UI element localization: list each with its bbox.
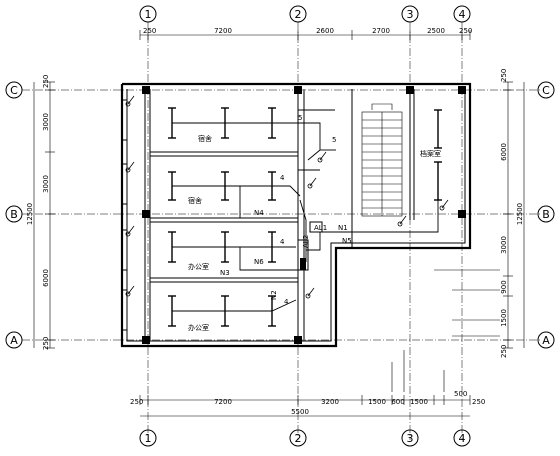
axis-bubble-col-3-bottom: 3 <box>401 429 419 447</box>
axis-label: 2 <box>295 432 302 445</box>
panel-label: AL2 <box>302 235 310 248</box>
dim-bottom-500: 500 <box>454 390 467 398</box>
circuit-label-n4: N4 <box>254 209 264 217</box>
axis-label: A <box>542 334 550 347</box>
dim-top-2500: 2500 <box>427 27 445 35</box>
staircase <box>361 103 403 217</box>
axis-bubble-row-c-right: C <box>537 81 555 99</box>
room-label-office-1: 办公室 <box>188 262 209 271</box>
axis-bubble-col-4-top: 4 <box>453 5 471 23</box>
axis-bubble-row-b-right: B <box>537 205 555 223</box>
dim-bottom-7200: 7200 <box>214 398 232 406</box>
axis-label: 1 <box>145 8 152 21</box>
dim-bottom-1500b: 1500 <box>410 398 428 406</box>
distribution-panel-al2: AL2 <box>297 235 310 271</box>
room-label-archive: 档案室 <box>420 149 441 158</box>
dim-left-3000b: 3000 <box>42 175 50 193</box>
dim-top-2600: 2600 <box>316 27 334 35</box>
top-dimension-chain: 250 7200 2600 2700 2500 250 <box>139 27 472 40</box>
dim-right-6000: 6000 <box>500 143 508 161</box>
distribution-panel-al1: AL1 <box>309 221 327 233</box>
left-dimension-chain: 250 3000 3000 6000 250 12500 <box>26 75 55 350</box>
dim-left-250-top: 250 <box>42 75 50 88</box>
dim-top-250-left: 250 <box>143 27 156 35</box>
left-windows <box>122 99 127 331</box>
dim-right-3000: 3000 <box>500 236 508 254</box>
dim-right-total: 12500 <box>516 203 524 225</box>
dim-right-250-top: 250 <box>500 69 508 82</box>
circuit-label-n2: N2 <box>270 290 278 300</box>
axis-label: 4 <box>459 432 466 445</box>
axis-label: 4 <box>459 8 466 21</box>
axis-bubble-col-1-bottom: 1 <box>139 429 157 447</box>
circuit-label-n5: N5 <box>342 237 352 245</box>
dim-top-2700: 2700 <box>372 27 390 35</box>
axis-label: 3 <box>407 8 414 21</box>
dim-right-1500: 1500 <box>500 309 508 327</box>
circuit-label-n3: N3 <box>220 269 230 277</box>
dim-left-6000: 6000 <box>42 269 50 287</box>
axis-label: 2 <box>295 8 302 21</box>
axis-bubble-col-3-top: 3 <box>401 5 419 23</box>
axis-bubble-col-1-top: 1 <box>139 5 157 23</box>
wiring <box>172 109 439 312</box>
bottom-dimension-chain: 250 7200 3200 1500 600 1500 500 250 5500 <box>130 390 485 417</box>
axis-label: 1 <box>145 432 152 445</box>
dim-left-250-bottom: 250 <box>42 337 50 350</box>
circuit-label-n1: N1 <box>338 224 348 232</box>
dim-right-900: 900 <box>500 280 508 293</box>
dim-left-total: 12500 <box>26 203 34 225</box>
axis-bubble-col-2-top: 2 <box>289 5 307 23</box>
dim-top-7200: 7200 <box>214 27 232 35</box>
axis-bubble-row-a-right: A <box>537 331 555 349</box>
dim-bottom-3200: 3200 <box>321 398 339 406</box>
axis-bubble-row-b-left: B <box>5 205 23 223</box>
panel-label-2: AL1 <box>314 224 327 232</box>
wire-count-4a: 4 <box>280 174 285 182</box>
axis-label: B <box>10 208 18 221</box>
axis-bubble-row-c-left: C <box>5 81 23 99</box>
dim-top-250-right: 250 <box>459 27 472 35</box>
dim-bottom-250-right: 250 <box>472 398 485 406</box>
axis-bubble-row-a-left: A <box>5 331 23 349</box>
dim-left-3000a: 3000 <box>42 113 50 131</box>
circuit-label-n6: N6 <box>254 258 264 266</box>
dim-bottom-250: 250 <box>130 398 143 406</box>
dim-bottom-total: 5500 <box>291 408 309 416</box>
dim-right-250-bottom: 250 <box>500 345 508 358</box>
room-label-dorm-1: 宿舍 <box>198 134 212 143</box>
room-label-dorm-2: 宿舍 <box>188 196 202 205</box>
axis-label: 3 <box>407 432 414 445</box>
axis-label: B <box>542 208 550 221</box>
axis-label: A <box>10 334 18 347</box>
room-label-office-2: 办公室 <box>188 323 209 332</box>
switch-symbols <box>125 95 449 299</box>
wire-count-4c: 4 <box>284 298 289 306</box>
right-dimension-chain: 250 6000 3000 900 1500 250 12500 <box>500 69 525 358</box>
axis-bubble-col-4-bottom: 4 <box>453 429 471 447</box>
axis-bubble-col-2-bottom: 2 <box>289 429 307 447</box>
dim-bottom-600: 600 <box>391 398 404 406</box>
dim-bottom-1500a: 1500 <box>368 398 386 406</box>
wire-count-4b: 4 <box>280 238 285 246</box>
exterior-steps <box>391 269 500 392</box>
building-walls <box>120 82 472 348</box>
axis-label: C <box>10 84 18 97</box>
wire-count-5a: 5 <box>298 114 302 122</box>
wire-count-5b: 5 <box>332 136 336 144</box>
axis-label: C <box>542 84 550 97</box>
